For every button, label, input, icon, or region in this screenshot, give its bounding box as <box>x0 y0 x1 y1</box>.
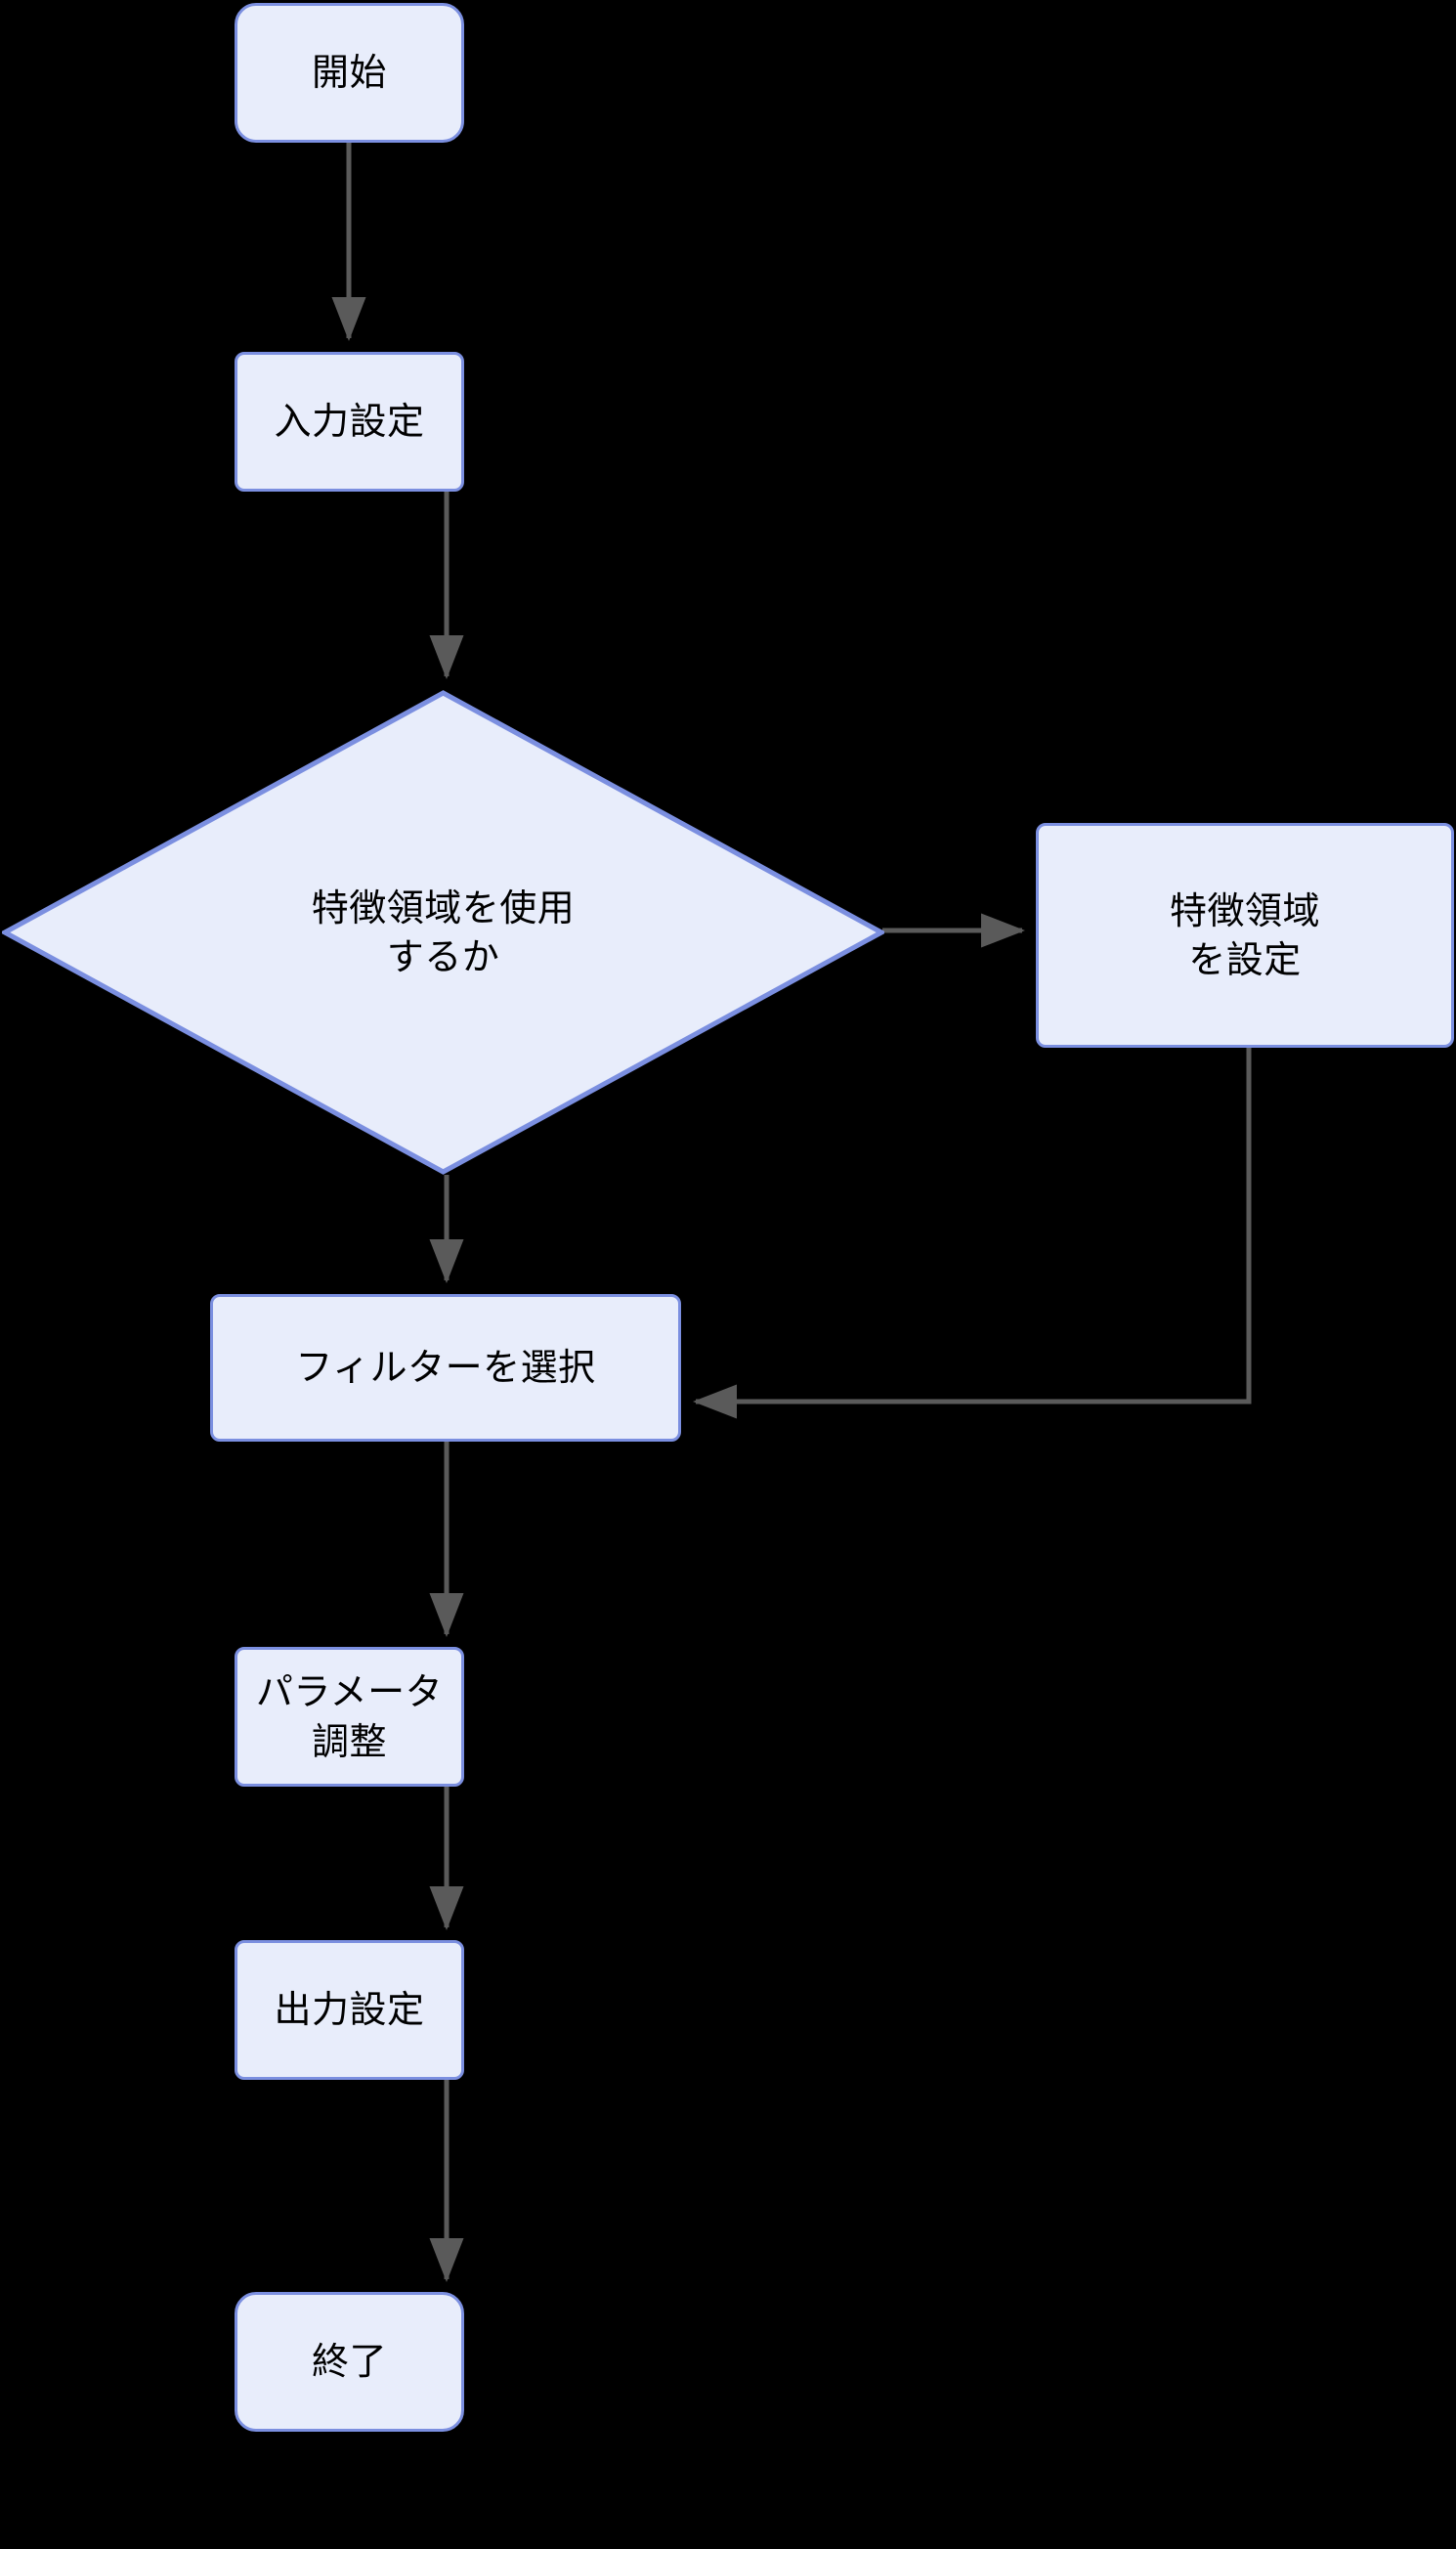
node-end[interactable]: 終了 <box>235 2292 464 2432</box>
node-set-feature-region[interactable]: 特徴領域 を設定 <box>1036 823 1454 1048</box>
node-select-filter-label: フィルターを選択 <box>295 1346 596 1390</box>
node-set-feature-region-label: 特徴領域 を設定 <box>1169 888 1320 981</box>
node-decision-use-feature-region-label: 特徴領域を使用 するか <box>311 886 576 978</box>
node-output-settings-label: 出力設定 <box>274 1988 425 2032</box>
node-input-settings-label: 入力設定 <box>274 400 425 444</box>
node-select-filter[interactable]: フィルターを選択 <box>210 1294 681 1442</box>
diamond-shape <box>2 690 884 1175</box>
node-start[interactable]: 開始 <box>235 3 464 143</box>
node-input-settings[interactable]: 入力設定 <box>235 352 464 492</box>
node-output-settings[interactable]: 出力設定 <box>235 1940 464 2080</box>
node-end-label: 終了 <box>311 2340 387 2384</box>
node-adjust-parameters[interactable]: パラメータ調整 <box>235 1647 464 1787</box>
node-adjust-parameters-label: パラメータ調整 <box>255 1670 444 1763</box>
node-start-label: 開始 <box>311 51 387 95</box>
node-decision-use-feature-region[interactable]: 特徴領域を使用 するか <box>2 690 884 1175</box>
